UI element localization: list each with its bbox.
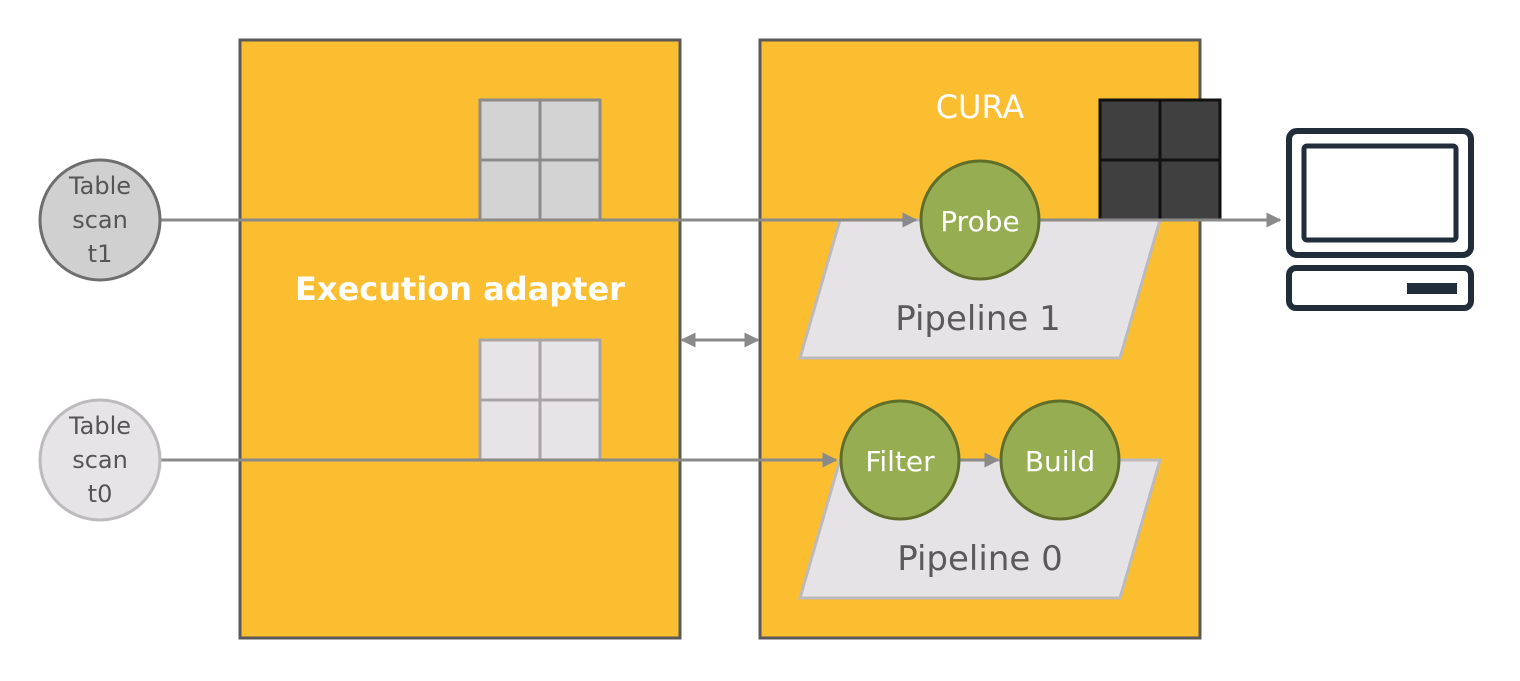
build-node: Build (999, 399, 1121, 521)
pipeline-1-label: Pipeline 1 (895, 299, 1061, 339)
table-scan-t0-line1: Table (68, 412, 131, 440)
table-scan-t0-line2: scan (72, 446, 128, 474)
probe-label: Probe (940, 205, 1019, 238)
table-scan-t1-line3: t1 (88, 240, 113, 268)
grid-table-lower (478, 338, 602, 462)
build-label: Build (1025, 445, 1095, 478)
probe-node: Probe (919, 159, 1041, 281)
table-scan-t0-line3: t0 (88, 480, 113, 508)
table-scan-t1-node: Table scan t1 (38, 158, 162, 282)
execution-adapter-box (238, 38, 682, 640)
grid-table-upper (478, 98, 602, 222)
cura-label: CURA (936, 88, 1025, 126)
table-scan-t0-node: Table scan t0 (38, 398, 162, 522)
filter-label: Filter (865, 445, 935, 478)
pipeline-0-label: Pipeline 0 (897, 539, 1063, 579)
execution-adapter-label: Execution adapter (295, 270, 625, 308)
table-scan-t1-line2: scan (72, 206, 128, 234)
grid-table-dark (1098, 98, 1222, 222)
table-scan-t1-line1: Table (68, 172, 131, 200)
computer-monitor-icon (1286, 128, 1474, 311)
filter-node: Filter (839, 399, 961, 521)
